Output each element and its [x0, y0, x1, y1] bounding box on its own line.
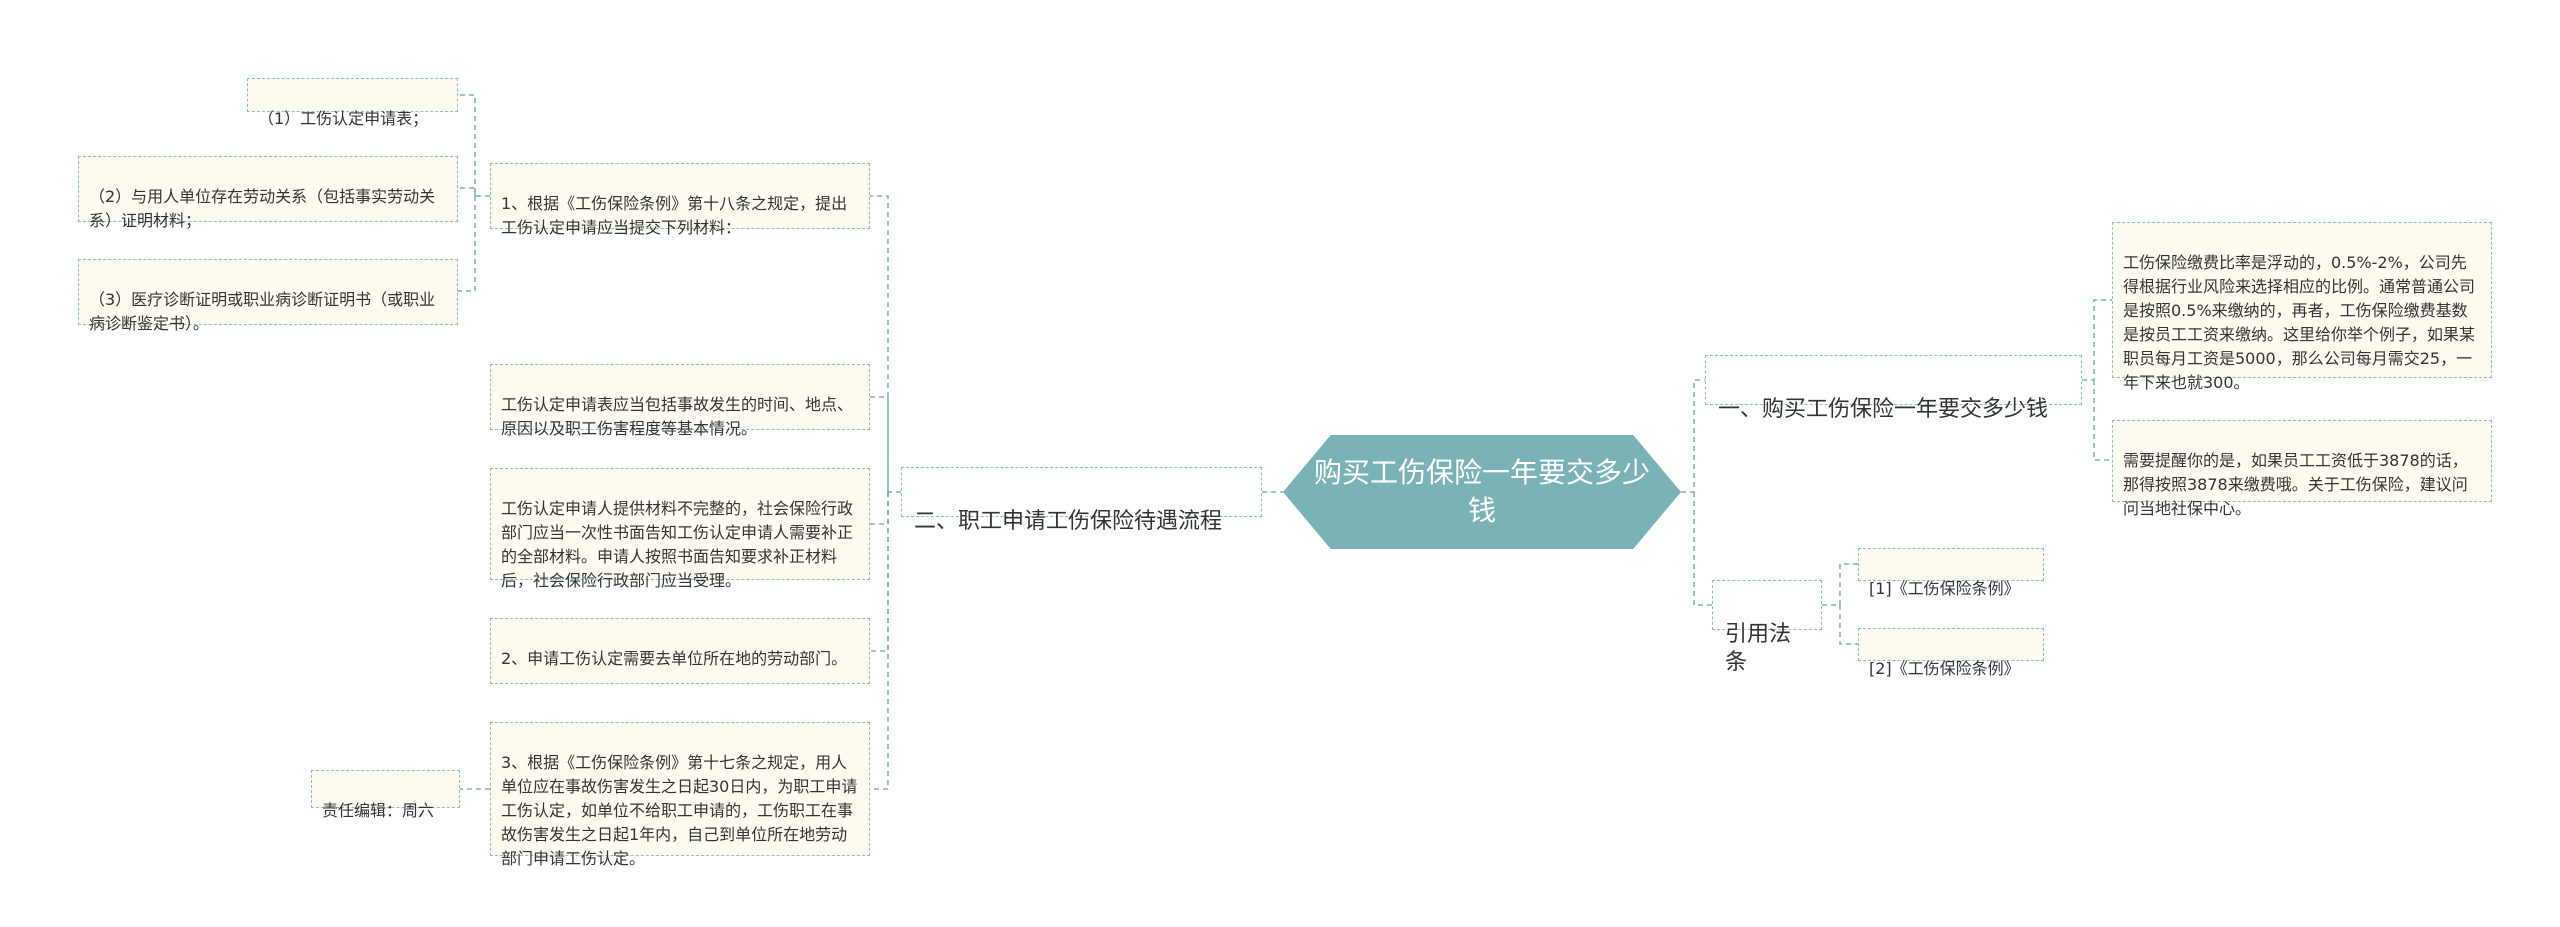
material-item-2[interactable]: （2）与用人单位存在劳动关系（包括事实劳动关系）证明材料；	[78, 156, 458, 230]
branch-cost-label: 一、购买工伤保险一年要交多少钱	[1718, 397, 2049, 422]
cost-detail-reminder-text: 需要提醒你的是，如果员工工资低于3878的话，那得按照3878来缴费哦。关于工伤…	[2123, 451, 2468, 518]
branch-law[interactable]: 引用法条	[1712, 580, 1822, 675]
root-topic[interactable]: 购买工伤保险一年要交多少钱	[1283, 435, 1681, 549]
step-labor-department[interactable]: 2、申请工伤认定需要去单位所在地的劳动部门。	[490, 618, 870, 684]
step-materials-rule[interactable]: 1、根据《工伤保险条例》第十八条之规定，提出工伤认定申请应当提交下列材料：	[490, 163, 870, 237]
law-item-1[interactable]: [1]《工伤保险条例》	[1858, 548, 2044, 598]
material-item-3-text: （3）医疗诊断证明或职业病诊断证明书（或职业病诊断鉴定书）。	[89, 290, 436, 333]
step-labor-department-text: 2、申请工伤认定需要去单位所在地的劳动部门。	[501, 649, 848, 668]
material-item-3[interactable]: （3）医疗诊断证明或职业病诊断证明书（或职业病诊断鉴定书）。	[78, 259, 458, 333]
step-form-contents[interactable]: 工伤认定申请表应当包括事故发生的时间、地点、原因以及职工伤害程度等基本情况。	[490, 364, 870, 438]
cost-detail-rate-text: 工伤保险缴费比率是浮动的，0.5%-2%，公司先得根据行业风险来选择相应的比例。…	[2123, 253, 2476, 392]
law-item-2-text: [2]《工伤保险条例》	[1869, 659, 2020, 678]
law-item-1-text: [1]《工伤保险条例》	[1869, 579, 2020, 598]
branch-process-label: 二、职工申请工伤保险待遇流程	[914, 509, 1223, 534]
material-item-1-text: （1）工伤认定申请表；	[258, 109, 429, 128]
cost-detail-rate[interactable]: 工伤保险缴费比率是浮动的，0.5%-2%，公司先得根据行业风险来选择相应的比例。…	[2112, 222, 2492, 392]
step-incomplete-materials[interactable]: 工伤认定申请人提供材料不完整的，社会保险行政部门应当一次性书面告知工伤认定申请人…	[490, 468, 870, 590]
material-item-1[interactable]: （1）工伤认定申请表；	[247, 78, 458, 128]
law-item-2[interactable]: [2]《工伤保险条例》	[1858, 628, 2044, 678]
root-title: 购买工伤保险一年要交多少钱	[1313, 456, 1650, 527]
editor-credit-text: 责任编辑：周六	[322, 801, 435, 820]
step-form-contents-text: 工伤认定申请表应当包括事故发生的时间、地点、原因以及职工伤害程度等基本情况。	[501, 395, 854, 438]
editor-credit[interactable]: 责任编辑：周六	[311, 770, 460, 820]
material-item-2-text: （2）与用人单位存在劳动关系（包括事实劳动关系）证明材料；	[89, 187, 436, 230]
step-deadline-rule[interactable]: 3、根据《工伤保险条例》第十七条之规定，用人单位应在事故伤害发生之日起30日内，…	[490, 722, 870, 868]
step-incomplete-materials-text: 工伤认定申请人提供材料不完整的，社会保险行政部门应当一次性书面告知工伤认定申请人…	[501, 499, 854, 590]
branch-process[interactable]: 二、职工申请工伤保险待遇流程	[901, 467, 1262, 534]
step-materials-rule-text: 1、根据《工伤保险条例》第十八条之规定，提出工伤认定申请应当提交下列材料：	[501, 194, 848, 237]
cost-detail-reminder[interactable]: 需要提醒你的是，如果员工工资低于3878的话，那得按照3878来缴费哦。关于工伤…	[2112, 420, 2492, 518]
branch-law-label: 引用法条	[1725, 622, 1792, 675]
branch-cost[interactable]: 一、购买工伤保险一年要交多少钱	[1705, 355, 2082, 422]
step-deadline-rule-text: 3、根据《工伤保险条例》第十七条之规定，用人单位应在事故伤害发生之日起30日内，…	[501, 753, 858, 868]
